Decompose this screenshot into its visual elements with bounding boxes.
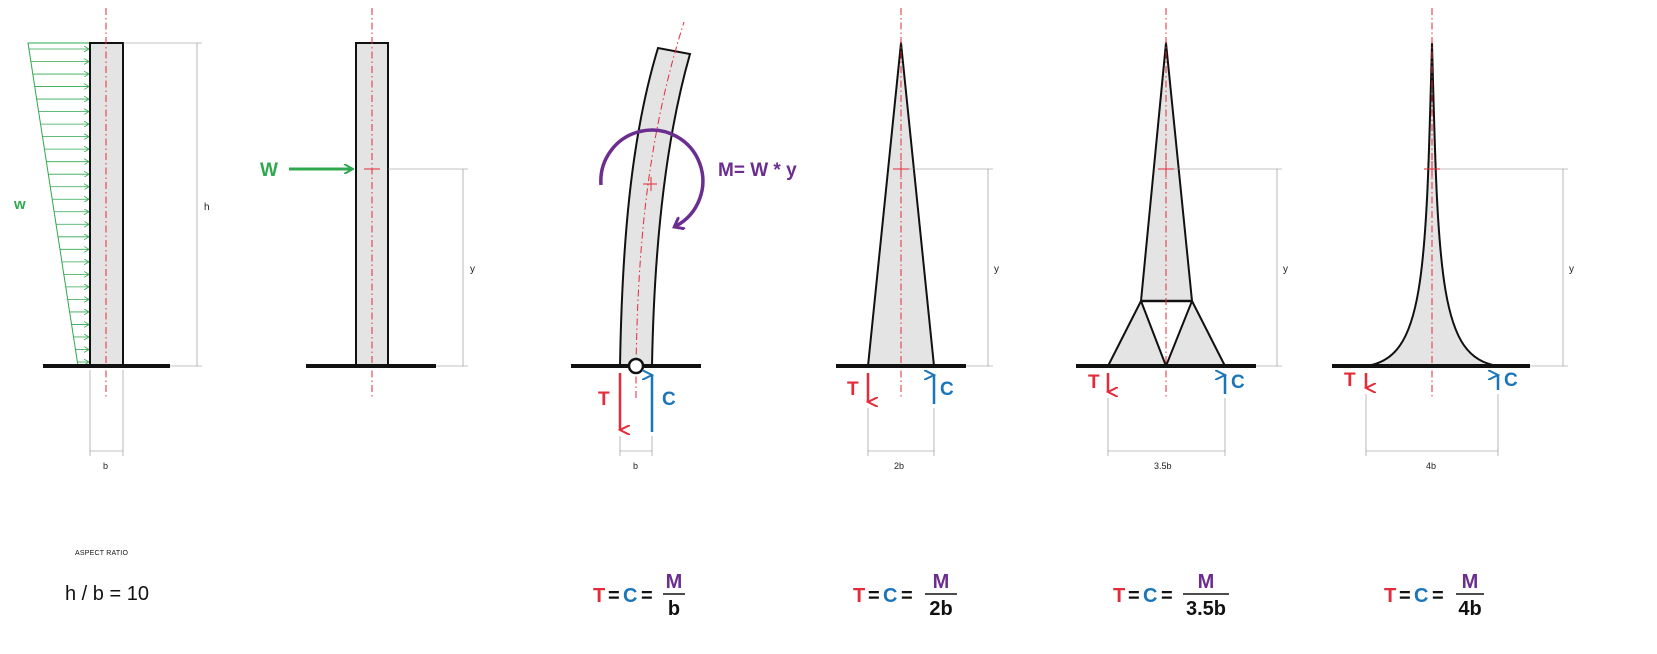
formula-numerator: M xyxy=(933,571,950,593)
base-width-label: b xyxy=(633,461,638,471)
panel-1-distributed-load: w h b xyxy=(13,8,210,471)
formula-4: T = C = M 4b xyxy=(1384,571,1484,620)
tension-label: T xyxy=(598,389,610,410)
formula-c: C xyxy=(883,585,897,607)
formula-t: T xyxy=(593,585,605,607)
tension-label: T xyxy=(1344,370,1356,391)
formula-t: T xyxy=(853,585,865,607)
formula-eq: = xyxy=(641,585,653,607)
formula-eq: = xyxy=(1128,585,1140,607)
panel-4-tapered: T C y 2b xyxy=(836,8,999,471)
moment-label: M= W * y xyxy=(718,160,797,181)
centerline-3 xyxy=(635,21,685,398)
formula-eq: = xyxy=(868,585,880,607)
formula-denominator: b xyxy=(668,598,680,620)
lever-arm-label: y xyxy=(1569,264,1574,275)
formula-denominator: 4b xyxy=(1458,598,1481,620)
compression-label: C xyxy=(662,389,676,410)
tension-label: T xyxy=(1088,372,1100,393)
aspect-ratio-title: ASPECT RATIO xyxy=(75,550,128,557)
distributed-load-area xyxy=(27,42,91,367)
base-width-label: 3.5b xyxy=(1154,461,1172,471)
aspect-ratio-value: h / b = 10 xyxy=(65,583,149,605)
aspect-ratio-caption: ASPECT RATIO h / b = 10 xyxy=(65,550,149,605)
formula-2: T = C = M 2b xyxy=(853,571,957,620)
point-load-label: W xyxy=(260,160,278,181)
height-label: h xyxy=(204,202,210,213)
formula-eq: = xyxy=(901,585,913,607)
formula-numerator: M xyxy=(1198,571,1215,593)
compression-label: C xyxy=(1504,370,1518,391)
formula-3: T = C = M 3.5b xyxy=(1113,571,1229,620)
formula-eq: = xyxy=(1432,585,1444,607)
formula-c: C xyxy=(1414,585,1428,607)
formula-eq: = xyxy=(1399,585,1411,607)
compression-label: C xyxy=(1231,372,1245,393)
formula-c: C xyxy=(623,585,637,607)
moment-arrow xyxy=(599,128,705,226)
formula-eq: = xyxy=(608,585,620,607)
formula-eq: = xyxy=(1161,585,1173,607)
distributed-load-label: w xyxy=(13,196,26,213)
tower-left-leg xyxy=(1107,300,1167,367)
formula-denominator: 2b xyxy=(929,598,952,620)
panel-3-bending: M= W * y T C b xyxy=(571,21,797,471)
tower-right-leg xyxy=(1165,300,1226,367)
pivot-point xyxy=(627,357,645,375)
formula-t: T xyxy=(1384,585,1396,607)
tension-label: T xyxy=(847,379,859,400)
lever-arm-label: y xyxy=(470,264,475,275)
formula-denominator: 3.5b xyxy=(1186,598,1226,620)
distributed-load-arrows xyxy=(28,49,89,362)
formula-numerator: M xyxy=(1462,571,1479,593)
formula-t: T xyxy=(1113,585,1125,607)
base-width-label: 4b xyxy=(1426,461,1436,471)
bent-column xyxy=(618,46,692,367)
formula-c: C xyxy=(1143,585,1157,607)
lever-arm-label: y xyxy=(1283,264,1288,275)
base-width-label: b xyxy=(103,461,108,471)
base-width-label: 2b xyxy=(894,461,904,471)
panel-5-tower-with-legs: T C y 3.5b xyxy=(1076,8,1288,471)
formula-1: T = C = M b xyxy=(593,571,685,620)
formula-numerator: M xyxy=(666,571,683,593)
panel-6-curved-tower: T C y 4b xyxy=(1332,8,1574,471)
lever-arm-label: y xyxy=(994,264,999,275)
panel-2-point-load: W y xyxy=(260,8,475,398)
compression-label: C xyxy=(940,379,954,400)
